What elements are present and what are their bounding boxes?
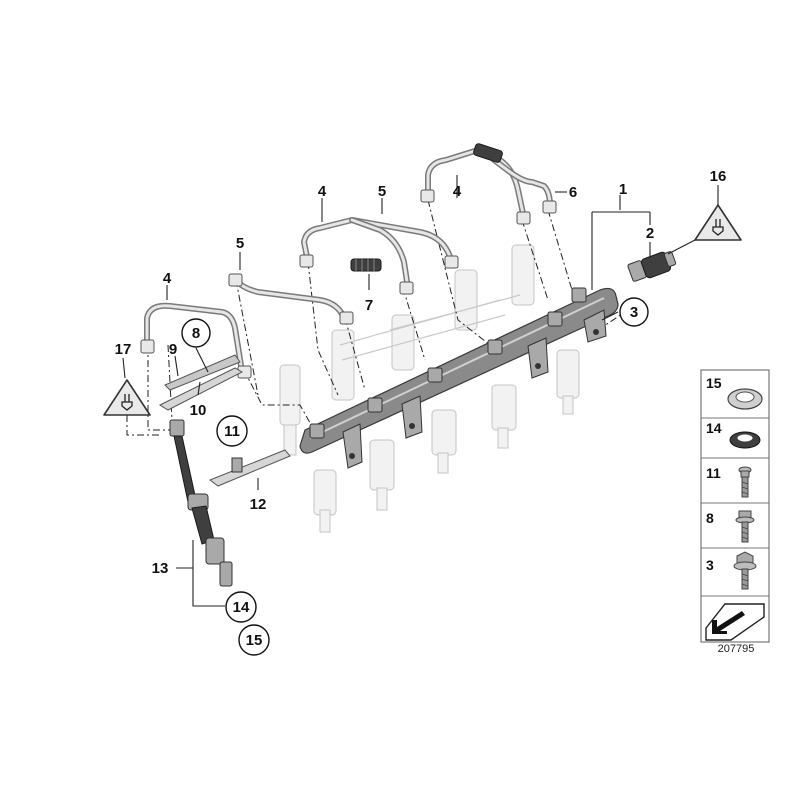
injector-13 [169, 419, 233, 587]
label-13: 13 [152, 560, 169, 577]
pressure-sensor [627, 251, 677, 282]
label-15: 15 [246, 632, 263, 649]
legend-number-8: 8 [706, 510, 714, 526]
ghost-injector-5 [491, 244, 535, 449]
label-4-middle: 4 [318, 183, 327, 200]
pipe-right-6 [491, 157, 553, 209]
label-10: 10 [190, 402, 207, 419]
label-7: 7 [365, 297, 373, 314]
pipe-clamp-upper [473, 143, 503, 163]
label-6: 6 [569, 184, 577, 201]
label-1: 1 [619, 181, 627, 198]
circle-3 [619, 297, 649, 327]
circle-15 [238, 624, 270, 656]
ghost-injector-6 [556, 349, 580, 415]
legend-row-11: 11 [706, 465, 752, 498]
leader-lines [122, 175, 719, 607]
label-3: 3 [630, 304, 638, 321]
fuel-rail [299, 287, 619, 469]
legend-row-3: 3 [706, 551, 757, 590]
ghost-injector-2 [313, 329, 355, 533]
pipe-clamp-7 [350, 258, 382, 272]
label-8: 8 [192, 325, 200, 342]
legend-number-14: 14 [706, 420, 722, 436]
ghost-injector-3 [369, 314, 415, 511]
legend-number-15: 15 [706, 375, 722, 391]
circle-11 [216, 415, 248, 447]
ghost-injectors [279, 244, 580, 533]
legend-border [700, 369, 770, 643]
legend-number-3: 3 [706, 557, 714, 573]
circle-14 [225, 591, 257, 623]
warning-triangle-17 [103, 379, 151, 416]
label-5-middle: 5 [378, 183, 386, 200]
legend-row-8: 8 [706, 510, 755, 543]
legend-number-11: 11 [706, 465, 721, 481]
diagram-number: 207795 [718, 643, 755, 655]
legend-row-14: 14 [706, 420, 761, 449]
pipe-left-4 [144, 302, 245, 375]
ghost-injector-1 [279, 364, 301, 456]
pipe-nuts [140, 189, 557, 379]
warning-triangle-16 [694, 204, 742, 241]
label-4-left: 4 [163, 270, 172, 287]
label-4-right: 4 [453, 183, 462, 200]
label-16: 16 [710, 168, 727, 185]
legend-row-15: 15 [706, 375, 763, 410]
bracket-12 [208, 449, 291, 487]
legend-panel: 15 14 11 8 3 [700, 369, 770, 643]
label-14: 14 [233, 599, 250, 616]
arrow-corner-icon [705, 603, 765, 641]
circle-8 [181, 318, 211, 348]
ghost-injector-4 [431, 269, 478, 474]
pipe-right-4 [425, 147, 527, 221]
label-17: 17 [115, 341, 132, 358]
label-12: 12 [250, 496, 267, 513]
pipe-left-5 [233, 277, 347, 321]
label-5-left: 5 [236, 235, 244, 252]
part-labels: 1 2 3 4 4 4 5 5 6 7 8 9 10 11 12 13 14 1… [115, 168, 727, 656]
pipe-middle-5 [349, 217, 411, 291]
label-11: 11 [224, 423, 240, 440]
bracket-10 [158, 354, 244, 411]
label-9: 9 [169, 341, 177, 358]
label-2: 2 [646, 225, 654, 242]
